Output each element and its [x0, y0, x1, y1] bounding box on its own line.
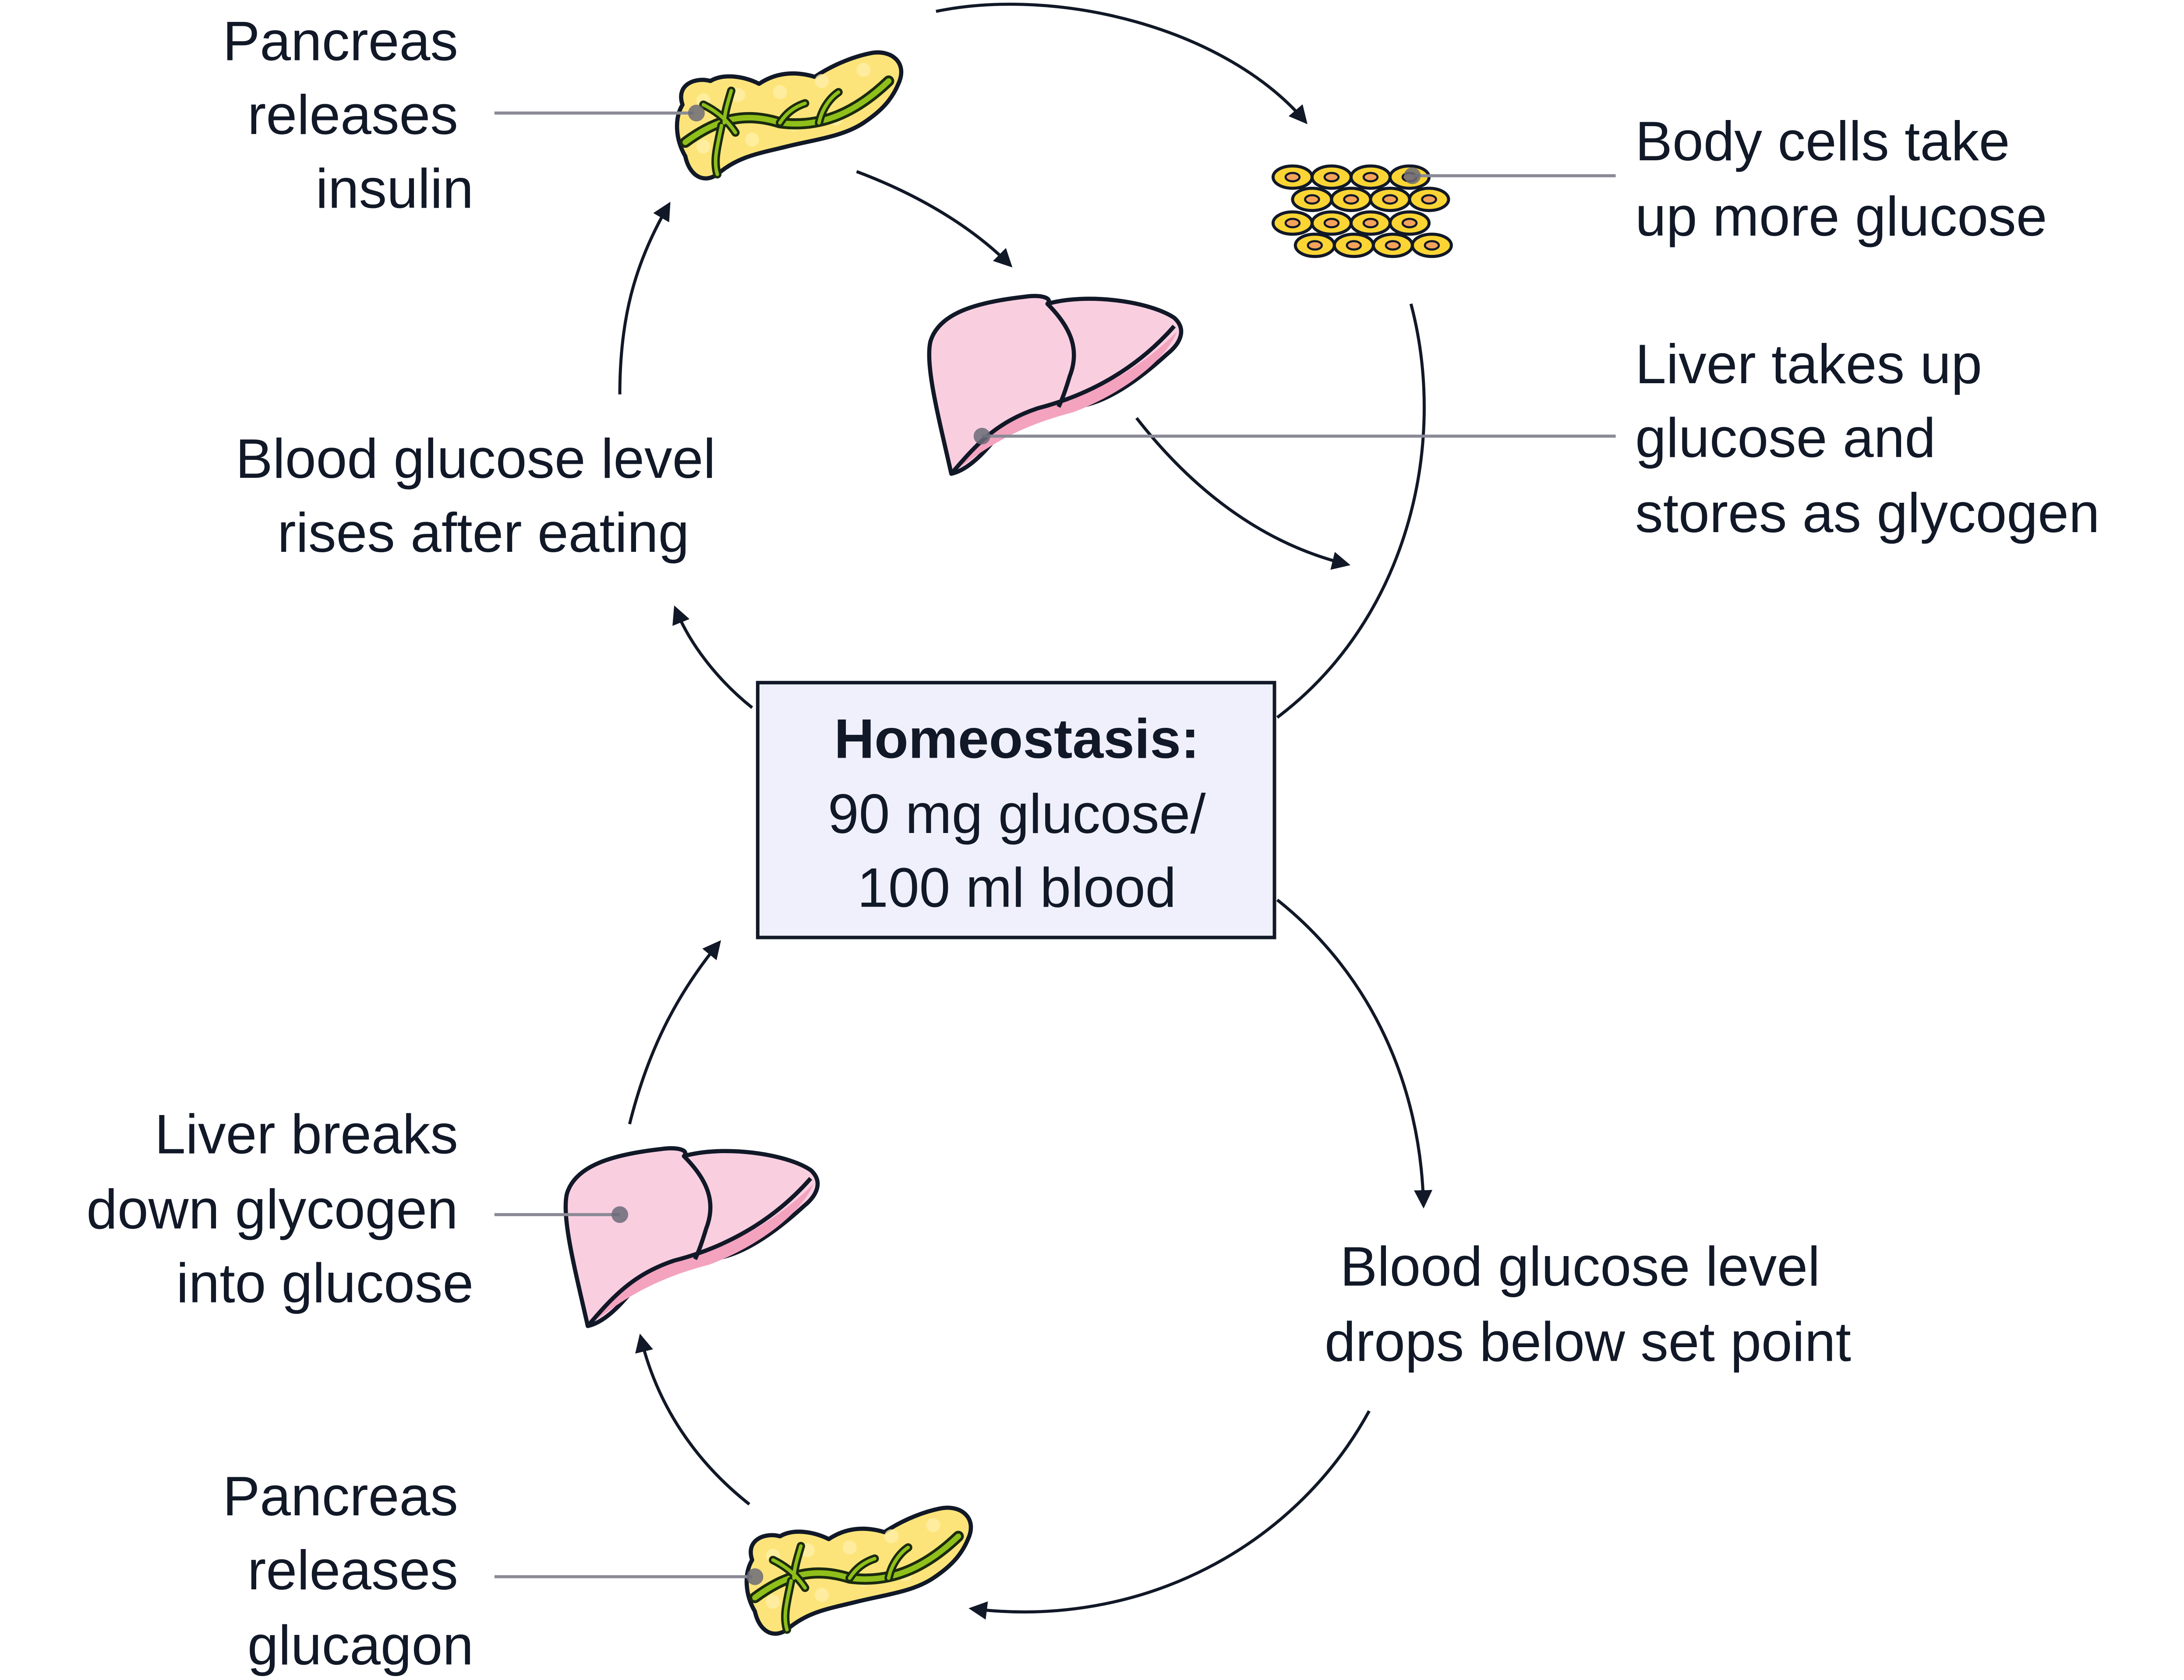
pancreas-glucagon-icon — [747, 1508, 971, 1634]
body-cells-icon — [1271, 164, 1453, 258]
arrow-box-to-drops — [1276, 898, 1432, 1209]
cycle-arrows — [618, 3, 1432, 1620]
label-drops-below: Blood glucose level drops below set poin… — [1325, 1235, 1851, 1373]
arrow-rises-to-pancreas — [618, 201, 671, 395]
arrow-liver-out — [1135, 417, 1351, 570]
homeostasis-box: Homeostasis: 90 mg glucose/ 100 ml blood — [756, 681, 1276, 939]
homeostasis-value-line1: 90 mg glucose/ — [828, 783, 1206, 845]
label-pancreas-insulin: Pancreas releases insulin — [223, 10, 474, 219]
label-liver-breaks: Liver breaks down glycogen into glucose — [86, 1103, 474, 1314]
arrow-box-to-rises — [672, 605, 753, 709]
arrow-liver-to-box — [628, 940, 721, 1125]
liver-breaks-icon — [565, 1148, 817, 1326]
arrow-top — [936, 3, 1308, 124]
homeostasis-value-line2: 100 ml blood — [857, 857, 1176, 919]
label-liver-stores: Liver takes up glucose and stores as gly… — [1635, 333, 2099, 544]
liver-stores-icon — [929, 296, 1181, 474]
label-body-cells: Body cells take up more glucose — [1635, 110, 2047, 247]
label-rises-after-eating: Blood glucose level rises after eating — [236, 427, 731, 564]
pancreas-insulin-icon — [677, 53, 901, 179]
arrow-drops-to-pancreas — [968, 1410, 1371, 1620]
leader-lines — [494, 105, 1616, 1585]
label-pancreas-glucagon: Pancreas releases glucagon — [223, 1465, 474, 1676]
arrow-pancreas-to-liver-bottom — [635, 1334, 750, 1506]
arrow-cells-to-box — [1276, 303, 1426, 719]
arrow-pancreas-to-liver — [856, 170, 1013, 268]
homeostasis-title: Homeostasis: — [834, 707, 1199, 769]
